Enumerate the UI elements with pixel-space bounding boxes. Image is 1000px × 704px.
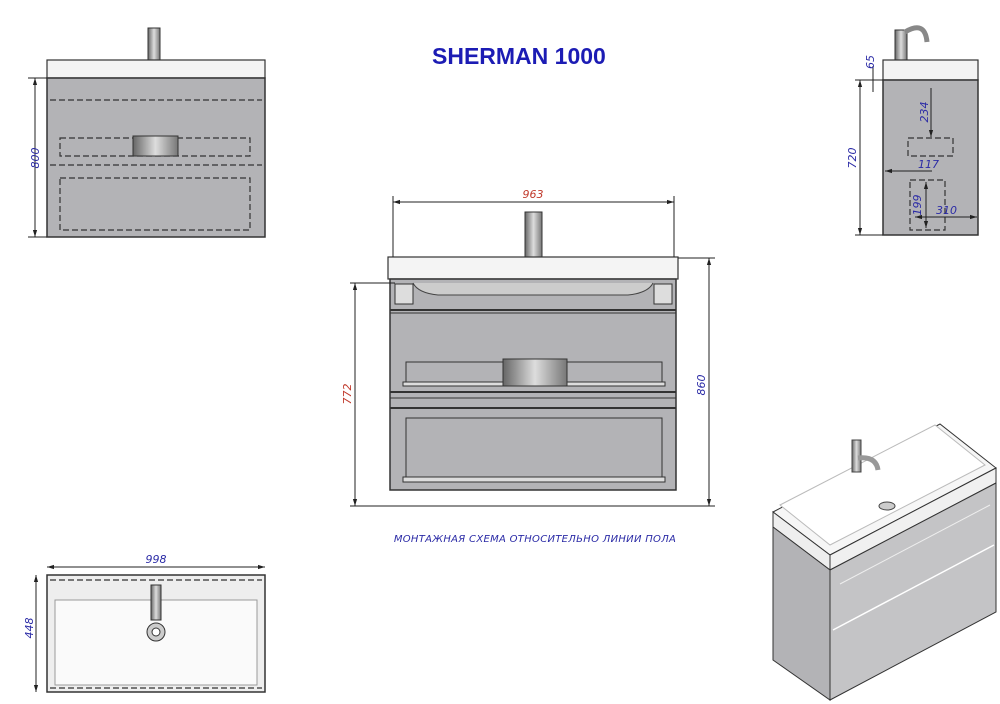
dim-height-800: 800 [29, 148, 42, 169]
dim-mount-720: 720 [846, 148, 859, 169]
dim-310: 310 [936, 204, 957, 217]
dim-234: 234 [918, 102, 931, 123]
product-title: SHERMAN 1000 [432, 43, 606, 69]
dim-117: 117 [918, 158, 939, 171]
dim-65: 65 [864, 55, 877, 69]
side-view: 720 65 234 117 199 310 [846, 25, 979, 236]
dim-199: 199 [911, 195, 924, 216]
dim-depth-448: 448 [23, 618, 36, 639]
dim-height-860: 860 [695, 375, 708, 396]
perspective-view [772, 423, 997, 701]
front-view-main: 963 772 860 МОНТАЖНАЯ СХЕМА ОТНОСИТЕЛЬНО… [341, 188, 715, 545]
caption: МОНТАЖНАЯ СХЕМА ОТНОСИТЕЛЬНО ЛИНИИ ПОЛА [394, 534, 676, 545]
faucet [147, 27, 161, 63]
top-view: 998 448 [23, 553, 266, 693]
dim-width-963: 963 [523, 188, 544, 201]
dim-width-998: 998 [146, 553, 167, 566]
dim-mount-772: 772 [341, 384, 354, 405]
faucet [524, 211, 543, 259]
front-view-small: 800 [28, 27, 266, 238]
